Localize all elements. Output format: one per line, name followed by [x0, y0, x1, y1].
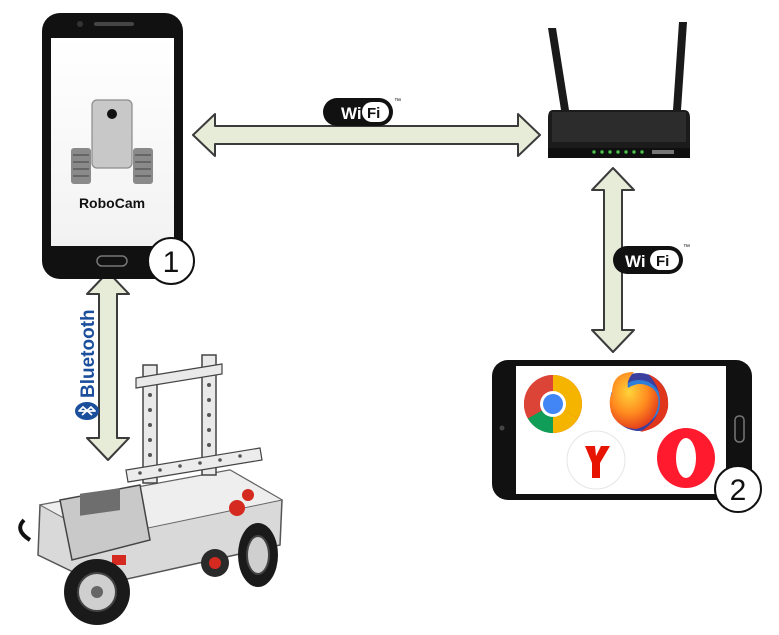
arrow-phone-router — [192, 113, 541, 157]
wifi-tm-2: ™ — [683, 244, 690, 251]
wifi-label-main: Wi — [341, 104, 362, 123]
bluetooth-label: Bluetooth — [78, 309, 99, 398]
bluetooth-logo: Bluetooth — [75, 309, 99, 420]
robot-wheel-front — [64, 559, 130, 625]
arrow-phone-robot — [86, 271, 130, 461]
chrome-icon — [524, 375, 582, 433]
wifi-tm: ™ — [394, 98, 401, 105]
opera-icon — [657, 428, 715, 488]
marker-1-label: 1 — [163, 246, 180, 279]
firefox-icon — [609, 372, 669, 432]
wifi-label-badge: Fi — [367, 105, 380, 122]
phone-robocam: RoboCam — [42, 13, 183, 279]
bluetooth-icon — [75, 402, 99, 420]
wifi-router — [548, 22, 690, 158]
wifi-label-main-2: Wi — [625, 252, 646, 271]
tablet-browsers — [492, 360, 752, 500]
robocam-app-icon — [71, 99, 153, 184]
lego-robot — [18, 354, 284, 625]
robot-wheel-small — [201, 549, 229, 577]
wifi-label-badge-2: Fi — [656, 253, 669, 270]
robot-wheel-rear — [238, 523, 278, 587]
yandex-icon — [566, 430, 626, 490]
app-label: RoboCam — [79, 195, 145, 211]
wifi-logo-right: Wi Fi ™ — [613, 244, 690, 274]
marker-1: 1 — [147, 237, 195, 285]
wifi-logo-top: Wi Fi ™ — [323, 98, 401, 126]
marker-2: 2 — [714, 465, 762, 513]
marker-2-label: 2 — [730, 474, 747, 507]
